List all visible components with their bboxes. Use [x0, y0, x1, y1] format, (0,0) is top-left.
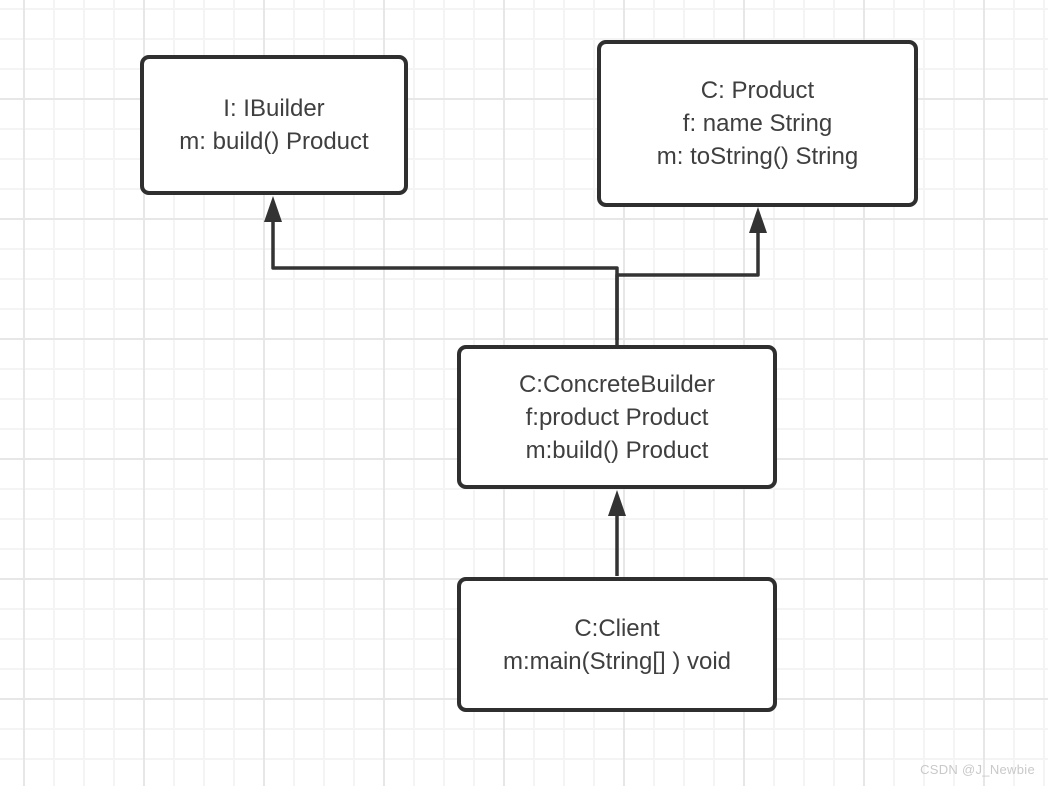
node-concretebuilder-title: C:ConcreteBuilder [518, 370, 716, 398]
node-product[interactable]: C: Product f: name String m: toString() … [597, 40, 918, 207]
arrowhead-up-icon [608, 490, 626, 516]
node-ibuilder[interactable]: I: IBuilder m: build() Product [140, 55, 408, 195]
node-client[interactable]: C:Client m:main(String[] ) void [457, 577, 777, 712]
node-concretebuilder-field: f:product Product [525, 403, 709, 431]
arrowhead-up-icon [264, 196, 282, 222]
node-ibuilder-method: m: build() Product [179, 128, 369, 155]
node-concretebuilder[interactable]: C:ConcreteBuilder f:product Product m:bu… [457, 345, 777, 489]
edge-concretebuilder-to-product [615, 207, 767, 340]
node-product-method: m: toString() String [656, 143, 859, 170]
node-client-title: C:Client [574, 614, 660, 642]
node-concretebuilder-method: m:build() Product [525, 436, 709, 464]
node-client-method: m:main(String[] ) void [502, 647, 732, 675]
edge-concretebuilder-to-ibuilder [264, 196, 619, 346]
node-ibuilder-title: I: IBuilder [223, 95, 325, 122]
node-product-title: C: Product [700, 77, 815, 104]
node-product-field: f: name String [682, 110, 833, 137]
watermark: CSDN @J_Newbie [920, 762, 1035, 777]
edge-line [615, 232, 760, 340]
edge-line [271, 221, 619, 346]
arrowhead-up-icon [749, 207, 767, 233]
edge-client-to-concretebuilder [608, 490, 626, 576]
